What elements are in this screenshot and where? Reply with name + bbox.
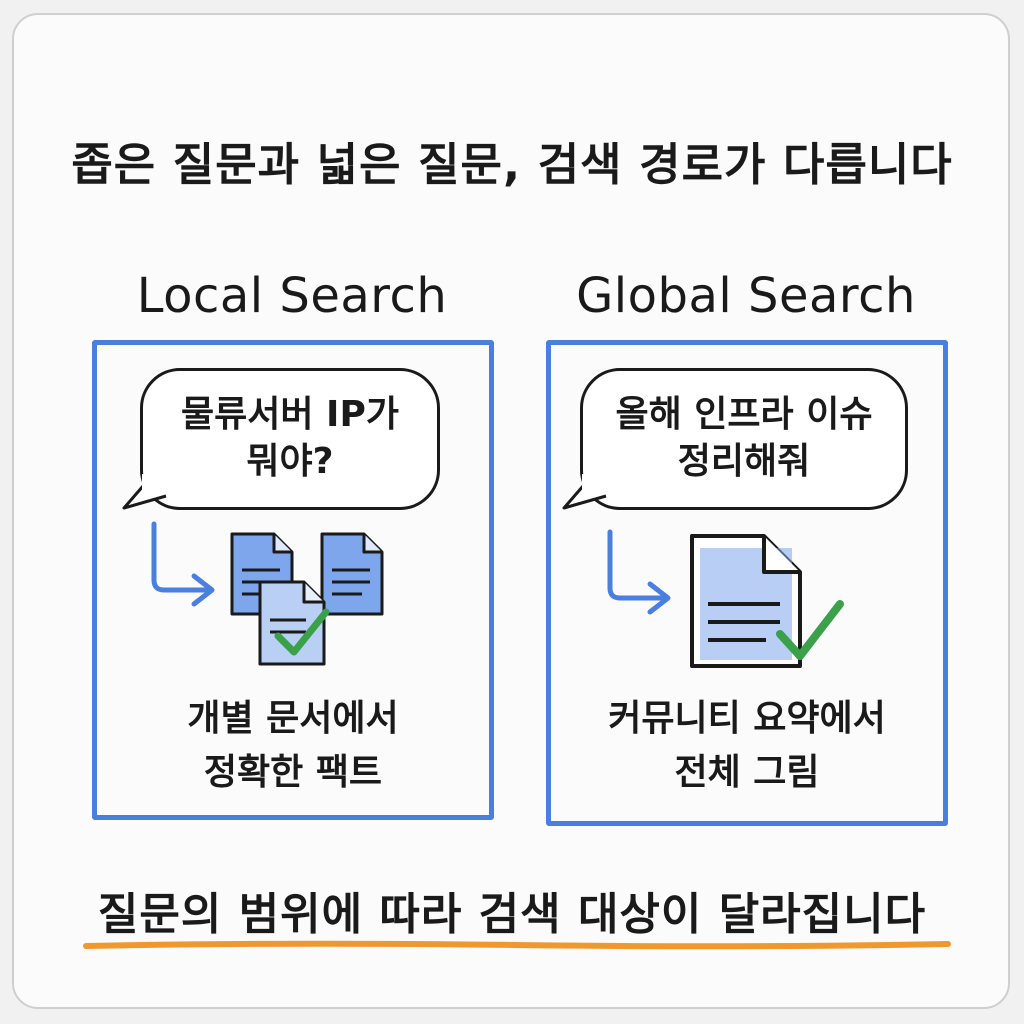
checkmark-icon: [776, 600, 844, 660]
checkmark-icon: [274, 608, 330, 656]
card-background: [12, 13, 1010, 1009]
global-caption: 커뮤니티 요약에서 전체 그림: [608, 698, 886, 793]
arrow-right-icon: [151, 521, 215, 607]
global-search-heading: Global Search: [576, 268, 916, 324]
arrow-right-icon: [607, 529, 671, 615]
document-icon: [258, 580, 326, 666]
document-icon: [690, 534, 802, 668]
local-search-heading: Local Search: [136, 268, 448, 324]
local-bubble-tail: [122, 474, 176, 510]
local-search-panel: [92, 340, 494, 820]
local-question-bubble: 물류서버 IP가 뭐야?: [140, 368, 440, 510]
global-question-bubble: 올해 인프라 이슈 정리해줘: [580, 368, 908, 510]
global-search-panel: [546, 340, 948, 826]
local-caption: 개별 문서에서 정확한 팩트: [187, 698, 399, 793]
summary-text: 질문의 범위에 따라 검색 대상이 달라집니다: [97, 889, 927, 940]
page-title: 좁은 질문과 넓은 질문, 검색 경로가 다릅니다: [71, 138, 953, 191]
global-bubble-tail: [562, 474, 616, 510]
summary-underline: [83, 940, 951, 950]
